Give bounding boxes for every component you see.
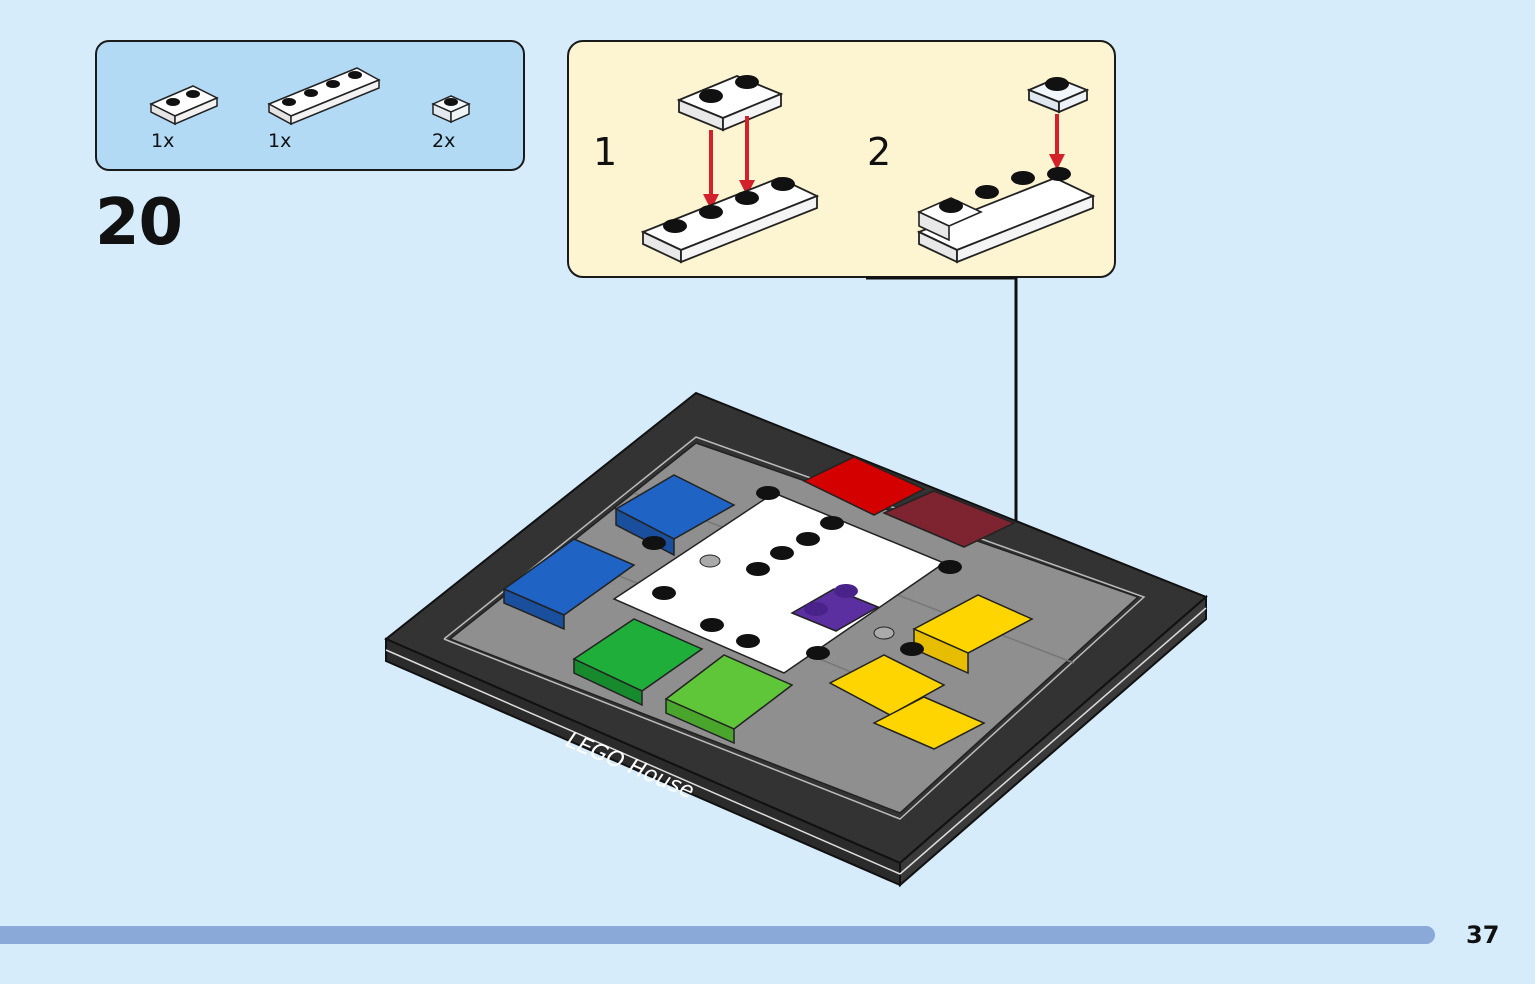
substep-number: 1	[593, 130, 618, 174]
page-number: 37	[1466, 921, 1500, 949]
quantity-label: 1x	[268, 130, 292, 152]
lego-house-model	[384, 391, 1208, 888]
substep-2-illustration	[916, 77, 1096, 264]
plate-1x1-round-clear-icon	[431, 95, 471, 124]
substep-1-illustration	[640, 75, 820, 264]
plate-1x4-white-icon	[267, 67, 381, 126]
step-number: 20	[95, 186, 183, 260]
quantity-label: 2x	[432, 130, 456, 152]
sub-assembly-callout: 1 2	[567, 40, 1116, 278]
parts-list-panel: 1x 1x 2x	[95, 40, 525, 171]
progress-bar	[0, 926, 1435, 944]
plate-1x2-white-icon	[149, 85, 219, 126]
quantity-label: 1x	[151, 130, 175, 152]
substep-number: 2	[867, 130, 892, 174]
